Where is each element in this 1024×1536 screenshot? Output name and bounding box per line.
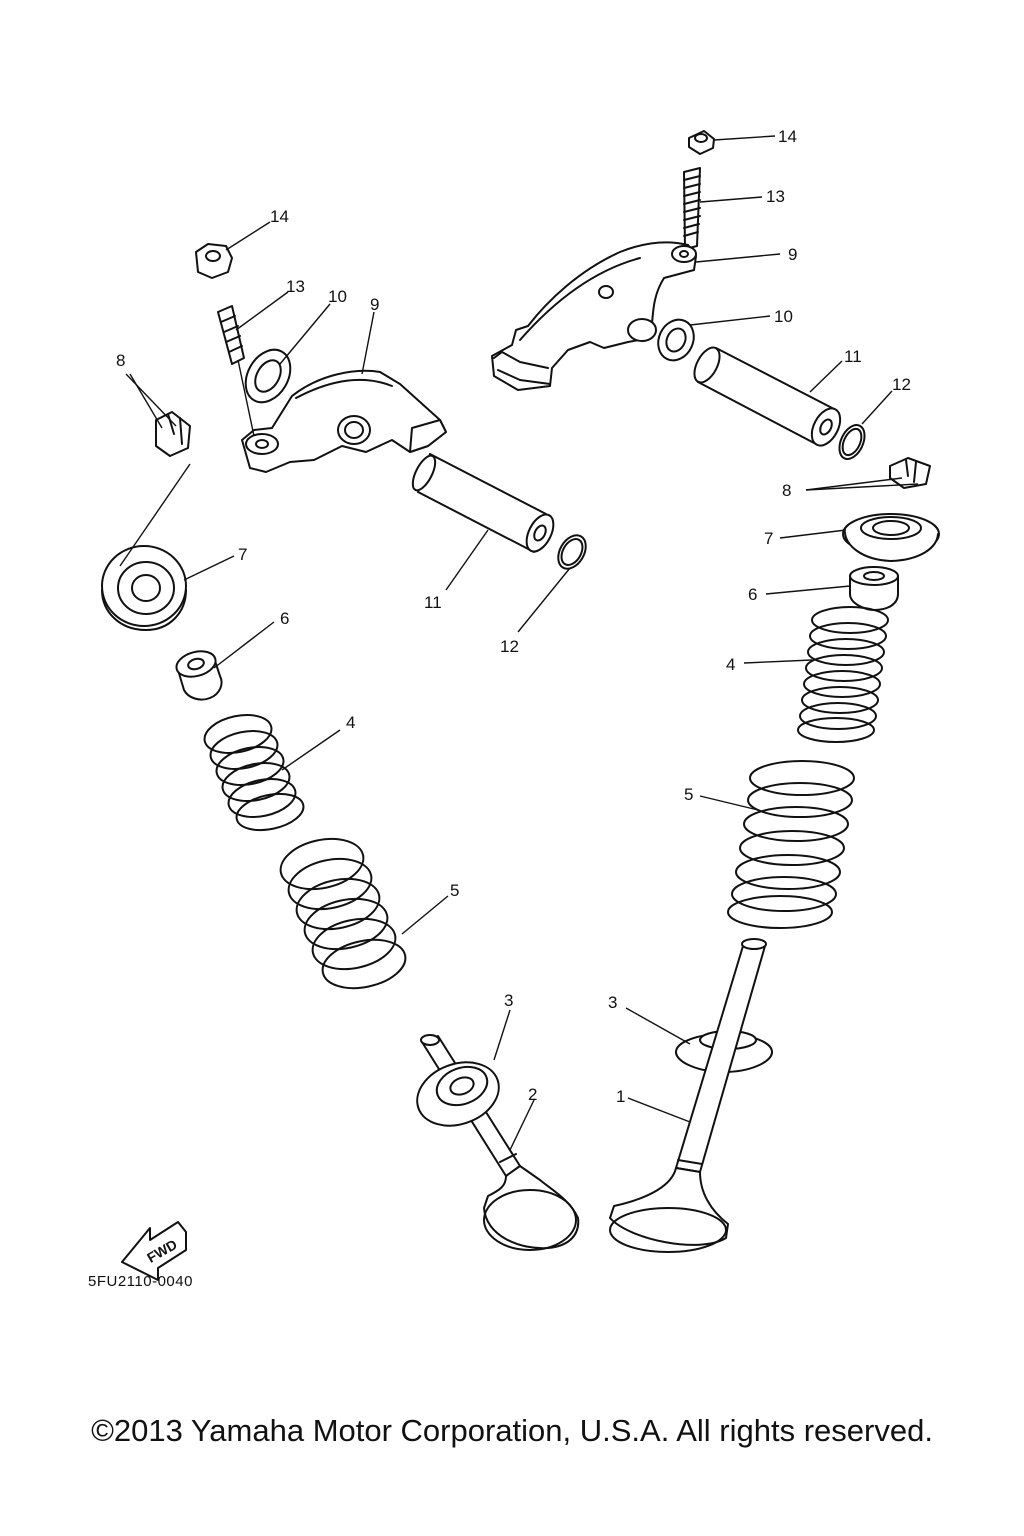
callout-4-right: 4 [726,655,735,674]
spring-seat-3-left [416,1061,500,1127]
callout-7-left: 7 [238,545,247,564]
adjusting-screw-13-left [217,305,245,365]
callout-11-right: 11 [844,347,862,366]
callout-8-right: 8 [782,481,791,500]
adjusting-screw-13-right [683,167,701,250]
callout-12-right: 12 [892,375,911,394]
washer-10-right [657,318,695,362]
leader-lines [119,135,919,1151]
callout-labels: 14 13 9 10 11 12 8 7 6 4 5 3 1 14 13 10 … [116,127,911,1106]
valve-cotter-8-right [889,457,931,489]
callout-10-left: 10 [328,287,347,306]
washer-10-left [244,348,292,404]
spring-retainer-7-left [101,545,187,631]
callout-11-left: 11 [424,593,442,612]
valve-1-exhaust [609,938,767,1253]
callout-1: 1 [616,1087,625,1106]
rocker-shaft-11-right [693,346,842,447]
inner-valve-spring-4-right [797,606,889,743]
rocker-arm-9-right [491,241,697,391]
spring-retainer-7-right [842,513,940,562]
copyright-notice: ©2013 Yamaha Motor Corporation, U.S.A. A… [91,1413,933,1448]
callout-6-right: 6 [748,585,757,604]
callout-3-left: 3 [504,991,513,1010]
nut-14-left [195,243,233,279]
diagram-code: 5FU2110-0040 [88,1273,193,1290]
callout-8-left: 8 [116,351,125,370]
callout-5-left: 5 [450,881,459,900]
callout-2: 2 [528,1085,537,1104]
valve-stem-seal-6-left [175,650,223,701]
callout-7-right: 7 [764,529,773,548]
outer-valve-spring-5-left [279,837,407,990]
callout-9-right: 9 [788,245,797,264]
nut-14-right [688,130,715,155]
callout-14-right: 14 [778,127,797,146]
fwd-arrow-icon [121,1221,187,1281]
callout-13-right: 13 [766,187,785,206]
inner-valve-spring-4-left [203,714,305,832]
callout-3-right: 3 [608,993,617,1012]
outer-valve-spring-5-right [727,760,855,929]
rocker-shaft-11-left [411,453,555,553]
valve-cotter-8-left [155,411,191,457]
o-ring-12-left [557,534,587,570]
callout-12-left: 12 [500,637,519,656]
callout-5-right: 5 [684,785,693,804]
callout-9-left: 9 [370,295,379,314]
callout-10-right: 10 [774,307,793,326]
rocker-arm-9-left [241,369,447,473]
callout-4-left: 4 [346,713,355,732]
callout-13-left: 13 [286,277,305,296]
valve-stem-seal-6-right [849,566,899,611]
o-ring-12-right [838,424,866,460]
callout-6-left: 6 [280,609,289,628]
callout-14-left: 14 [270,207,289,226]
